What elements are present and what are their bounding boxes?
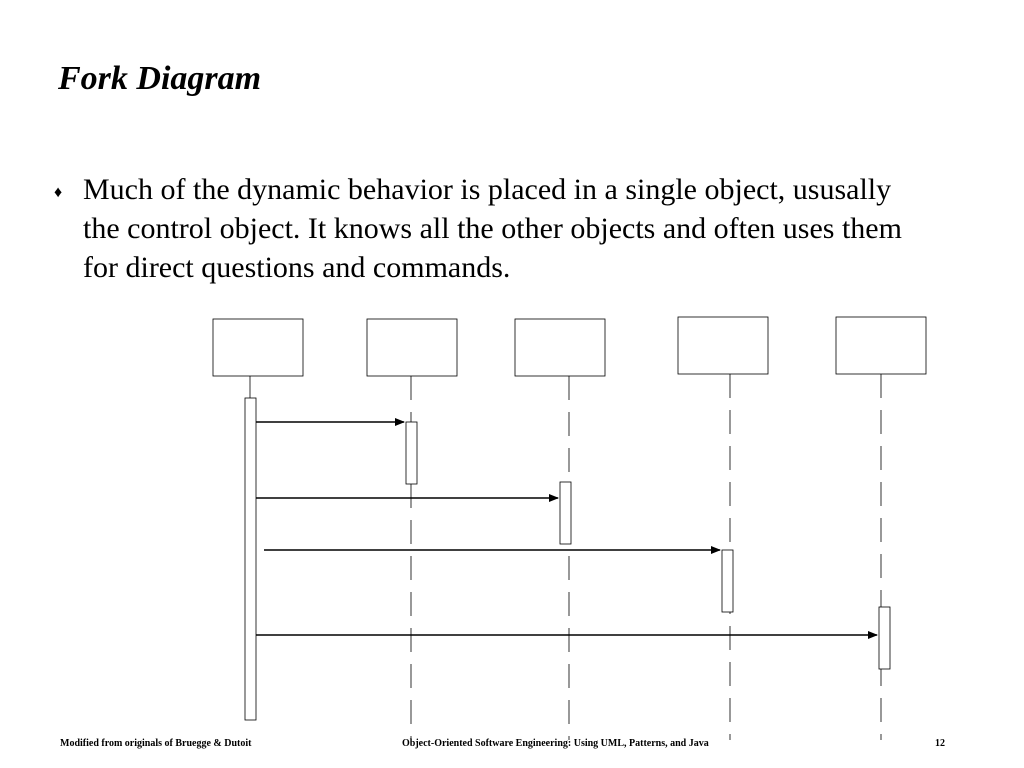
footer-course-title: Object-Oriented Software Engineering: Us… xyxy=(402,738,709,749)
participant-box-2 xyxy=(366,318,458,377)
slide-title: Fork Diagram xyxy=(58,60,262,97)
participant-box-3 xyxy=(514,318,606,377)
diamond-bullet-icon: ♦ xyxy=(54,184,63,201)
footer-page-number: 12 xyxy=(935,738,945,749)
participant-box-1 xyxy=(212,318,304,377)
participant-box-5 xyxy=(835,316,927,375)
participant-box-4 xyxy=(677,316,769,375)
activation-bar-1 xyxy=(244,397,257,721)
footer-attribution: Modified from originals of Bruegge & Dut… xyxy=(60,738,252,749)
activation-bar-4 xyxy=(721,549,734,613)
activation-bar-2 xyxy=(405,421,418,485)
activation-bar-3 xyxy=(559,481,572,545)
activation-bar-5 xyxy=(878,606,891,670)
bullet-text: Much of the dynamic behavior is placed i… xyxy=(83,173,902,284)
